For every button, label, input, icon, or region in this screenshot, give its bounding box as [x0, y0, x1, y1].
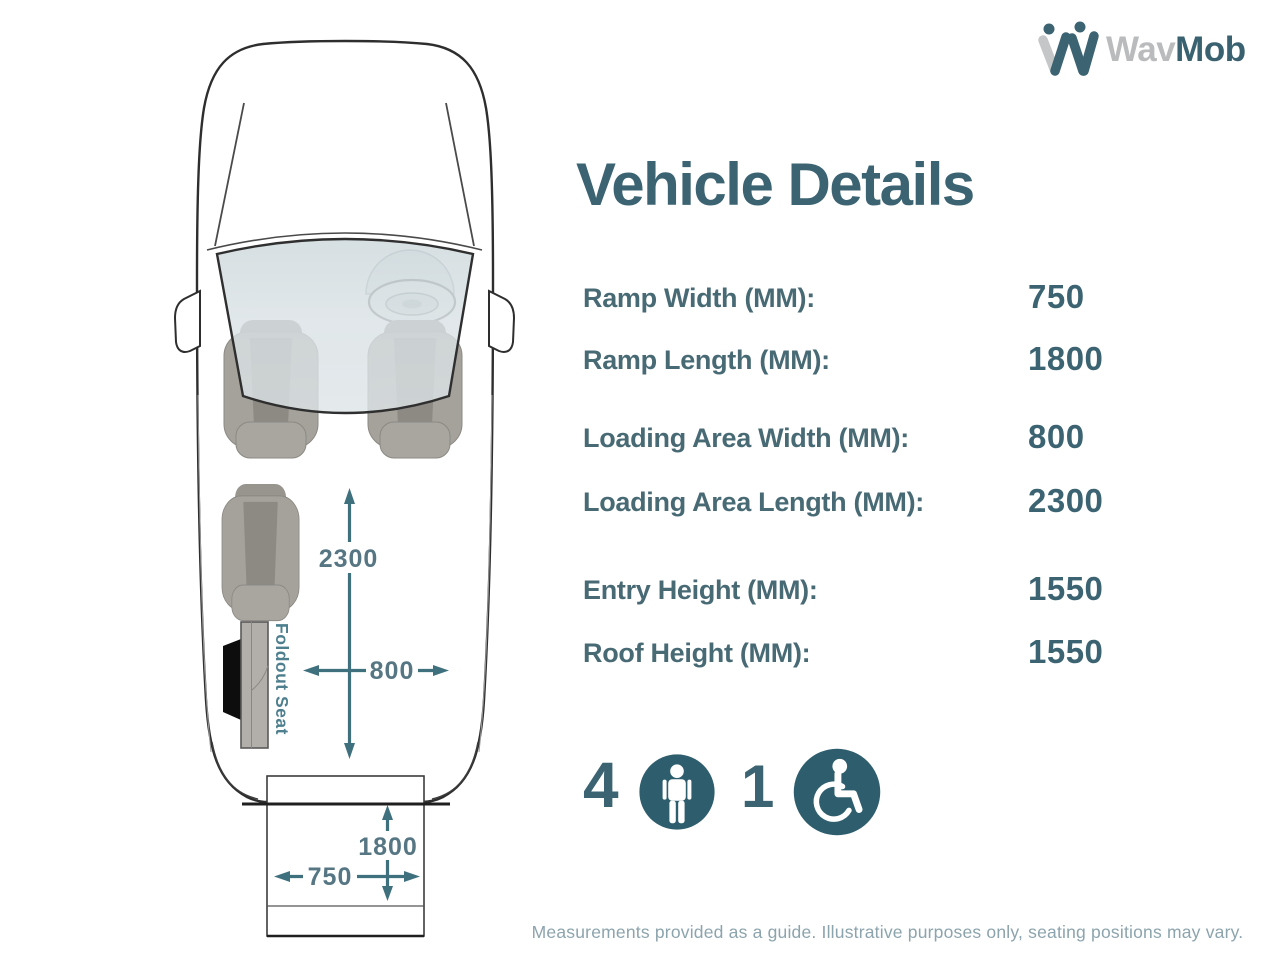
spec-row-roof-height: Roof Height (MM): 1550: [0, 633, 1280, 682]
wavmob-logo: WavMob: [1036, 20, 1246, 78]
spec-row-ramp-length: Ramp Length (MM): 1800: [0, 340, 1280, 389]
foldout-seat: [240, 621, 269, 749]
vehicle-top-view-diagram: Foldout Seat 2300 800: [173, 39, 516, 938]
spec-label: Roof Height (MM):: [583, 638, 811, 668]
foldout-seat-bracket: [223, 639, 241, 720]
spec-row-loading-area-width: Loading Area Width (MM): 800: [0, 418, 1280, 467]
spec-value: 2300: [1028, 482, 1104, 519]
rear-corner-right: [431, 741, 479, 800]
foldout-seat-label: Foldout Seat: [272, 623, 292, 735]
spec-row-loading-area-length: Loading Area Length (MM): 2300: [0, 482, 1280, 531]
wheelchair-count: 1: [741, 753, 775, 820]
spec-row-ramp-width: Ramp Width (MM): 750: [0, 278, 1280, 327]
spec-value: 1550: [1028, 633, 1104, 670]
ramp-length-arrow: 1800: [356, 805, 420, 901]
loading-length-arrow: 2300: [319, 488, 379, 759]
spec-value: 1800: [1028, 340, 1104, 377]
disclaimer-text: Measurements provided as a guide. Illust…: [531, 922, 1244, 942]
logo-word-gray: Wav: [1106, 29, 1176, 69]
spec-label: Loading Area Length (MM):: [583, 487, 924, 517]
a-pillar-right: [445, 102, 475, 247]
loading-width-value: 800: [370, 657, 415, 685]
spec-label: Ramp Width (MM):: [583, 283, 815, 313]
ramp-width-value: 750: [308, 863, 353, 891]
spec-value: 1550: [1028, 570, 1104, 607]
rear-corner-left: [211, 741, 259, 800]
right-sill-line: [478, 394, 493, 753]
left-sill-line: [197, 394, 212, 753]
spec-row-entry-height: Entry Height (MM): 1550: [0, 570, 1280, 619]
spec-label: Entry Height (MM):: [583, 575, 818, 605]
loading-length-value: 2300: [319, 545, 379, 573]
wavmob-logo-text: WavMob: [1106, 32, 1246, 67]
spec-label: Ramp Length (MM):: [583, 345, 830, 375]
ramp-width-arrow: 750: [274, 861, 420, 891]
page-title: Vehicle Details: [576, 151, 975, 218]
left-mirror: [173, 289, 201, 353]
a-pillar-left: [214, 102, 245, 247]
spec-label: Loading Area Width (MM):: [583, 423, 910, 453]
windshield-frame: [206, 232, 483, 251]
seat-count: 4: [583, 749, 619, 821]
spec-value: 750: [1028, 278, 1085, 315]
spec-value: 800: [1028, 418, 1085, 455]
right-mirror: [488, 289, 516, 353]
foldout-seat-curve: [251, 665, 269, 691]
ramp-length-value: 1800: [358, 833, 418, 861]
wheelchair-icon: [793, 748, 881, 836]
person-icon: [639, 754, 715, 830]
wavmob-logo-mark-icon: [1038, 21, 1099, 76]
loading-width-arrow: 800: [303, 655, 449, 685]
logo-word-teal: Mob: [1175, 29, 1246, 69]
windshield-glass: [215, 237, 475, 415]
